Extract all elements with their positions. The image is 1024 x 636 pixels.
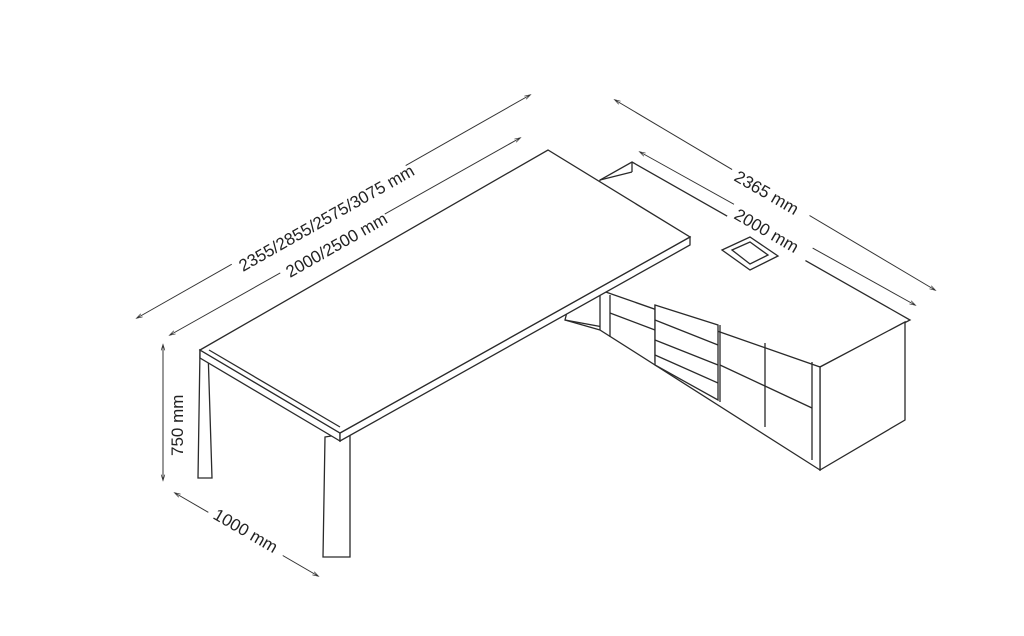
desk-leg-left (197, 349, 213, 479)
desk-leg-front (322, 432, 351, 558)
height-label: 750 mm (168, 395, 187, 456)
depth-label: 1000 mm (210, 505, 281, 557)
desk (197, 149, 692, 558)
